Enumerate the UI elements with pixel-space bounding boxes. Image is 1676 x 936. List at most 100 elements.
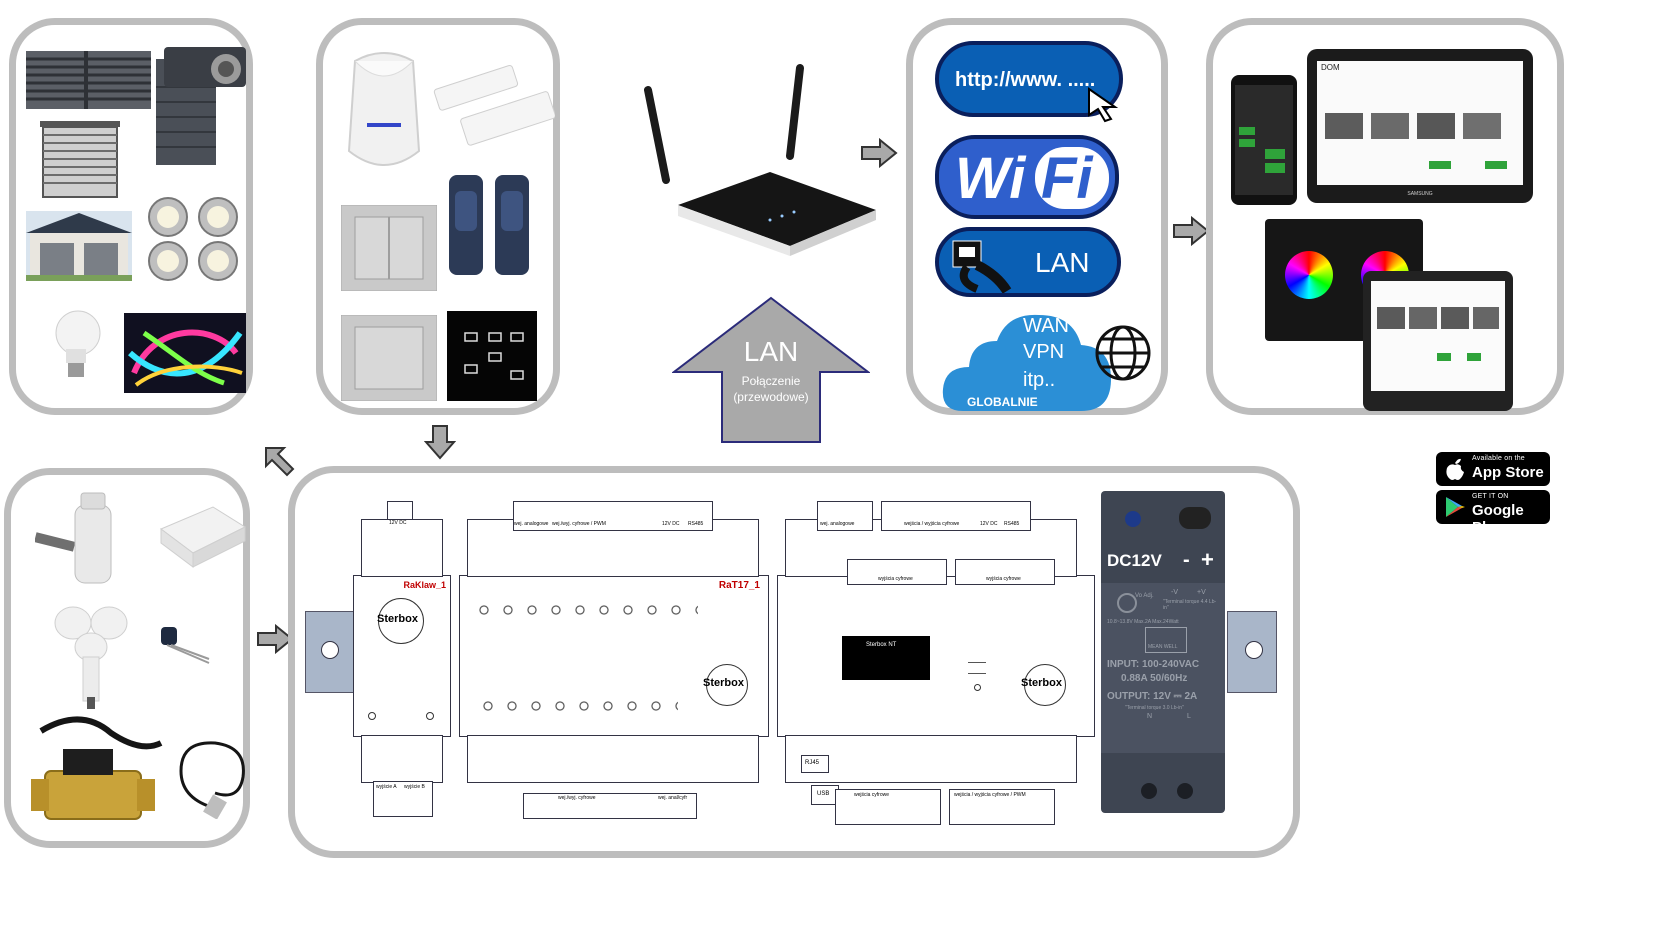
raklaw-top-connector — [361, 519, 443, 577]
rat17-rs485-label: RS485 — [688, 521, 704, 527]
nt-bottom-terminal-a: wejścia cyfrowe — [835, 789, 941, 825]
psu-label-plate: Vo Adj. -V +V "Terminal torque 4.4 Lb-in… — [1101, 583, 1225, 753]
vpn-text: VPN — [1023, 341, 1065, 363]
google-play-big: Google Play — [1472, 502, 1524, 536]
temperature-sensor-image — [161, 627, 210, 664]
google-play-small: GET IT ON — [1472, 493, 1509, 500]
nt-analog-label: wej. analogowe — [820, 521, 855, 527]
actuators-panel — [9, 18, 253, 415]
nt-digital-label: wejścia / wyjścia cyfrowe — [904, 521, 960, 527]
nt-out-b-label: wyjścia cyfrowe — [986, 576, 1021, 582]
lan-pill: LAN — [935, 227, 1121, 297]
nt-output-terminal-a: wyjścia cyfrowe — [847, 559, 947, 585]
apple-icon — [1446, 458, 1464, 480]
rat17-analog-label: wej. analogowe — [514, 521, 549, 527]
wifi-right-box: Fi — [1035, 146, 1109, 211]
wifi-pill: Wi Fi — [935, 135, 1119, 219]
roller-shutter-image — [156, 47, 246, 165]
raklaw-logo: Sterbox — [377, 598, 424, 644]
lan-arrow-title: LAN — [743, 336, 799, 367]
rat17-logo-text: Sterbox — [703, 677, 744, 689]
raklaw-title: RaKlaw_1 — [403, 580, 446, 590]
humidity-sensor-image — [160, 506, 247, 568]
rj45-label: RJ45 — [805, 760, 820, 766]
wifi-right-text: Fi — [1041, 146, 1093, 211]
arrow-to-devices — [1173, 216, 1210, 246]
rat17-anal-cyfr-label: wej. anal/cyfr — [658, 795, 688, 801]
flow-meter-image — [31, 716, 163, 820]
door-contact-image — [433, 64, 555, 146]
wan-text: WAN — [1023, 315, 1069, 337]
app-store-badge[interactable]: Available on the App Store — [1436, 452, 1550, 486]
rat17-pwm-label: wej./wyj. cyfrowe / PWM — [552, 521, 606, 527]
ethernet-cable-icon — [952, 240, 1012, 293]
sterbox-nt-module: Sterbox NT Sterbox — [777, 575, 1095, 737]
wyjscie-a-label: wyjście A — [376, 784, 397, 790]
rain-sensor-image — [35, 492, 112, 584]
rat17-led-row-bottom — [482, 700, 678, 712]
url-text: http://www. ..... — [955, 69, 1096, 91]
rat17-title: RaT17_1 — [718, 580, 760, 591]
nt-bottom-b-label: wejścia / wyjścia cyfrowe / PWM — [954, 792, 1026, 798]
touch-tablet-image — [1363, 271, 1513, 411]
rat17-bottom-terminal: wej./wyj. cyfrowe wej. anal/cyfr — [523, 793, 697, 819]
psu-n: N — [1147, 713, 1153, 720]
psu-pos-v: +V — [1197, 589, 1206, 596]
tablet-image: DOM SAMSUNG — [1307, 49, 1533, 203]
rj45-port[interactable]: RJ45 — [801, 755, 829, 773]
arrow-up-left — [265, 447, 295, 477]
controller-panel: RaKlaw_1 Sterbox 12V DC wyjście A wyjści… — [288, 466, 1300, 858]
psu-output: OUTPUT: 12V ⎓ 2A — [1107, 691, 1198, 702]
app-store-big: App Store — [1472, 464, 1544, 481]
garage-image — [26, 211, 132, 281]
itp-text: itp.. — [1023, 369, 1056, 391]
beam-sensor-image — [449, 175, 529, 275]
nt-bottom-a-label: wejścia cyfrowe — [854, 792, 890, 798]
sensors-panel — [316, 18, 560, 415]
bulb-image — [55, 310, 101, 377]
led-strip-image — [124, 313, 246, 393]
psu-torque: "Terminal torque 3.0 Lb-in" — [1125, 705, 1184, 711]
lan-pill-text: LAN — [1035, 247, 1090, 278]
power-supply: DC12V - + Vo Adj. -V +V "Terminal torque… — [1101, 491, 1225, 813]
sterbox-nt-logo: Sterbox — [1021, 664, 1066, 706]
weather-sensors-panel — [4, 468, 250, 848]
cursor-icon — [1088, 87, 1119, 123]
nt-bottom-terminal-b: wejścia / wyjścia cyfrowe / PWM — [949, 789, 1055, 825]
phone-image — [1231, 75, 1297, 205]
pir-sensor-image — [347, 52, 421, 166]
rat17-led-row-top — [478, 604, 698, 616]
lan-arrow-line1: Połączenie — [741, 374, 801, 388]
wyjscie-b-label: wyjście B — [404, 784, 425, 790]
rat17-top-terminal: wej. analogowe wej./wyj. cyfrowe / PWM 1… — [513, 501, 713, 531]
psu-title: DC12V — [1107, 551, 1162, 570]
psu-neg-v: -V — [1171, 589, 1178, 596]
url-pill[interactable]: http://www. ..... — [935, 41, 1123, 123]
double-switch-image — [341, 205, 437, 291]
nt-12vdc-label: 12V DC — [980, 521, 998, 527]
raklaw-logo-text: Sterbox — [377, 613, 418, 625]
globe-icon — [1095, 325, 1151, 381]
psu-brand: MEAN WELL — [1148, 644, 1178, 650]
sterbox-nt-display-text: Sterbox NT — [866, 642, 897, 648]
psu-l: L — [1187, 713, 1191, 720]
rail-hole-left — [321, 641, 339, 659]
raklaw-12v-label: 12V DC — [389, 520, 407, 526]
rat17-digital-label: wej./wyj. cyfrowe — [558, 795, 596, 801]
router-image — [644, 64, 876, 256]
nt-out-a-label: wyjścia cyfrowe — [878, 576, 913, 582]
arrow-down-to-controller — [424, 425, 456, 460]
sterbox-nt-display: Sterbox NT — [842, 636, 930, 680]
psu-plus: + — [1201, 547, 1214, 572]
google-play-badge[interactable]: GET IT ON Google Play — [1436, 490, 1550, 536]
lan-connection-arrow: LAN Połączenie (przewodowe) — [672, 296, 870, 444]
psu-input: INPUT: 100-240VAC — [1107, 659, 1200, 670]
temperature-probe-image — [179, 741, 245, 819]
rat17-logo: Sterbox — [703, 664, 748, 706]
wifi-left-text: Wi — [955, 146, 1026, 211]
sterbox-nt-top-terminal-a: wej. analogowe — [817, 501, 873, 531]
raklaw-bottom-terminal: wyjście A wyjście B — [373, 781, 433, 817]
global-text: GLOBALNIE — [967, 395, 1038, 409]
touch-panel-image — [447, 311, 537, 401]
internet-panel: http://www. ..... Wi Fi LAN WAN VPN itp.… — [906, 18, 1168, 415]
